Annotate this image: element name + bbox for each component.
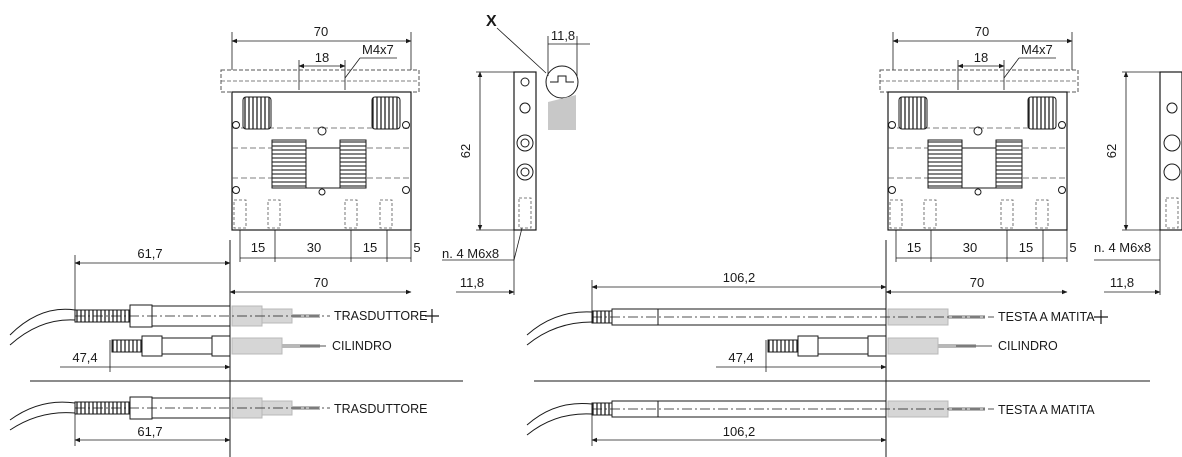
- detail-dim-11-8: 11,8: [551, 28, 575, 43]
- cable: [9, 308, 76, 336]
- leader-line: [344, 57, 361, 79]
- mechanism-right: [339, 139, 367, 189]
- dim-62: 62: [1104, 144, 1119, 158]
- dim-70-top: 70: [975, 24, 989, 39]
- detail-x-circle: [545, 65, 579, 99]
- dim-47-4: 47,4: [72, 350, 97, 365]
- label-transducer-plus: TRASDUTTORE: [334, 309, 428, 323]
- mechanism-left: [271, 139, 307, 189]
- dim-61-7: 61,7: [137, 246, 162, 261]
- dim-70-bottom: 70: [970, 275, 984, 290]
- detail-x-marker: X: [486, 13, 497, 30]
- dim-15-left: 15: [907, 240, 921, 255]
- label-cylinder: CILINDRO: [332, 339, 392, 353]
- dim-70-top: 70: [314, 24, 328, 39]
- dim-106-2: 106,2: [723, 270, 756, 285]
- holes-callout: n. 4 M6x8: [1094, 240, 1151, 255]
- dim-11-8-offset: 11,8: [1110, 275, 1134, 290]
- dim-15-right: 15: [363, 240, 377, 255]
- left-assembly: 70 18 M4x7: [9, 13, 590, 457]
- dim-70-bottom: 70: [314, 275, 328, 290]
- dim-30: 30: [963, 240, 977, 255]
- label-transducer: TRASDUTTORE: [334, 402, 428, 416]
- dim-15-left: 15: [251, 240, 265, 255]
- right-assembly: 70 18 M4x7 15 30: [526, 24, 1182, 457]
- holes-callout: n. 4 M6x8: [442, 246, 499, 261]
- dim-61-7-bottom: 61,7: [137, 424, 162, 439]
- label-pencil: TESTA A MATITA: [998, 403, 1095, 417]
- spring-right: [371, 96, 401, 130]
- dim-18: 18: [315, 50, 329, 65]
- label-cylinder: CILINDRO: [998, 339, 1058, 353]
- dim-30: 30: [307, 240, 321, 255]
- plus-icon: [1094, 310, 1108, 324]
- dim-62: 62: [458, 144, 473, 158]
- label-pencil-plus: TESTA A MATITA: [998, 310, 1095, 324]
- dim-5: 5: [1069, 240, 1076, 255]
- dim-18: 18: [974, 50, 988, 65]
- thread-callout: M4x7: [1021, 42, 1053, 57]
- thread-callout: M4x7: [362, 42, 394, 57]
- dim-106-2-bottom: 106,2: [723, 424, 756, 439]
- spring-left: [242, 96, 272, 130]
- plus-icon: [425, 309, 439, 323]
- dim-47-4: 47,4: [728, 350, 753, 365]
- dim-5: 5: [413, 240, 420, 255]
- dim-11-8-offset: 11,8: [460, 275, 484, 290]
- dim-15-right: 15: [1019, 240, 1033, 255]
- cylinder-body: [161, 337, 213, 355]
